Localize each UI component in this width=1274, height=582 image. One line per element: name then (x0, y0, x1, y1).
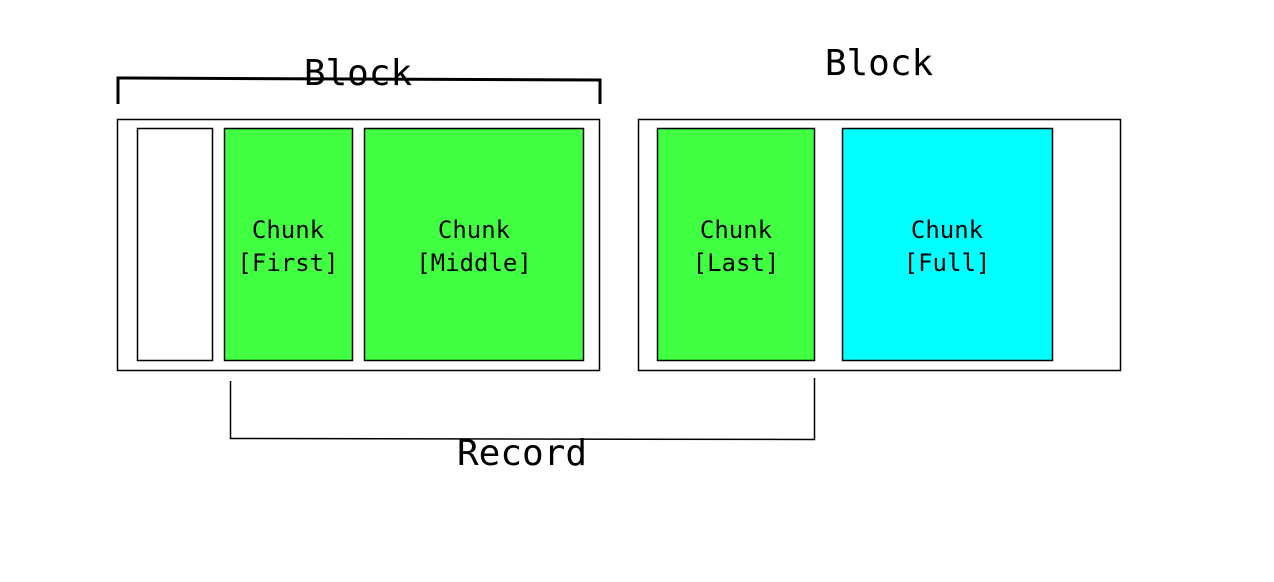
chunk-middle (363, 127, 585, 362)
chunk-first-type: [First] (237, 249, 338, 277)
record-label: Record (457, 433, 587, 474)
chunk-last (656, 127, 816, 362)
chunk-last-type: [Last] (693, 249, 780, 277)
chunk-middle-title: Chunk (438, 216, 511, 244)
block-right-label: Block (825, 43, 934, 84)
chunk-first (223, 127, 354, 362)
block-left-label: Block (304, 53, 413, 94)
chunk-last-title: Chunk (700, 216, 773, 244)
chunk-full-type: [Full] (904, 249, 991, 277)
record-bracket (229, 378, 816, 441)
chunk-middle-type: [Middle] (416, 249, 532, 277)
empty-slot (136, 127, 214, 362)
chunk-first-title: Chunk (252, 216, 325, 244)
chunk-full (841, 127, 1054, 362)
chunk-full-title: Chunk (911, 216, 984, 244)
block-left-bracket (116, 76, 602, 104)
